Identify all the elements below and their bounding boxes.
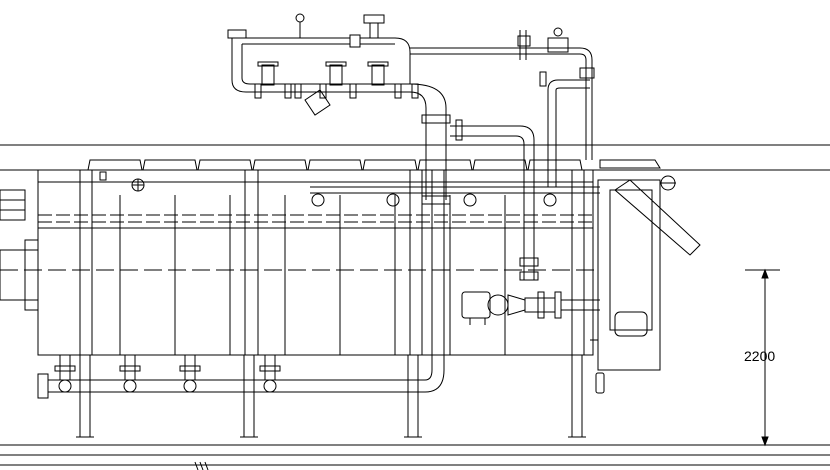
valve-bank xyxy=(254,61,595,116)
height-dimension xyxy=(745,268,780,447)
overhead-piping xyxy=(227,13,593,160)
drain-manifold xyxy=(37,170,445,399)
section-mark xyxy=(194,461,209,470)
circulation-pump xyxy=(461,291,600,325)
main-tank xyxy=(37,169,594,356)
right-end-unit xyxy=(590,159,701,394)
support-legs xyxy=(76,354,586,438)
spray-manifold xyxy=(310,79,600,207)
left-drive-unit xyxy=(0,189,39,311)
top-covers xyxy=(87,159,583,192)
riser-pipes xyxy=(421,114,539,281)
dimension-label-2200: 2200 xyxy=(744,348,776,364)
